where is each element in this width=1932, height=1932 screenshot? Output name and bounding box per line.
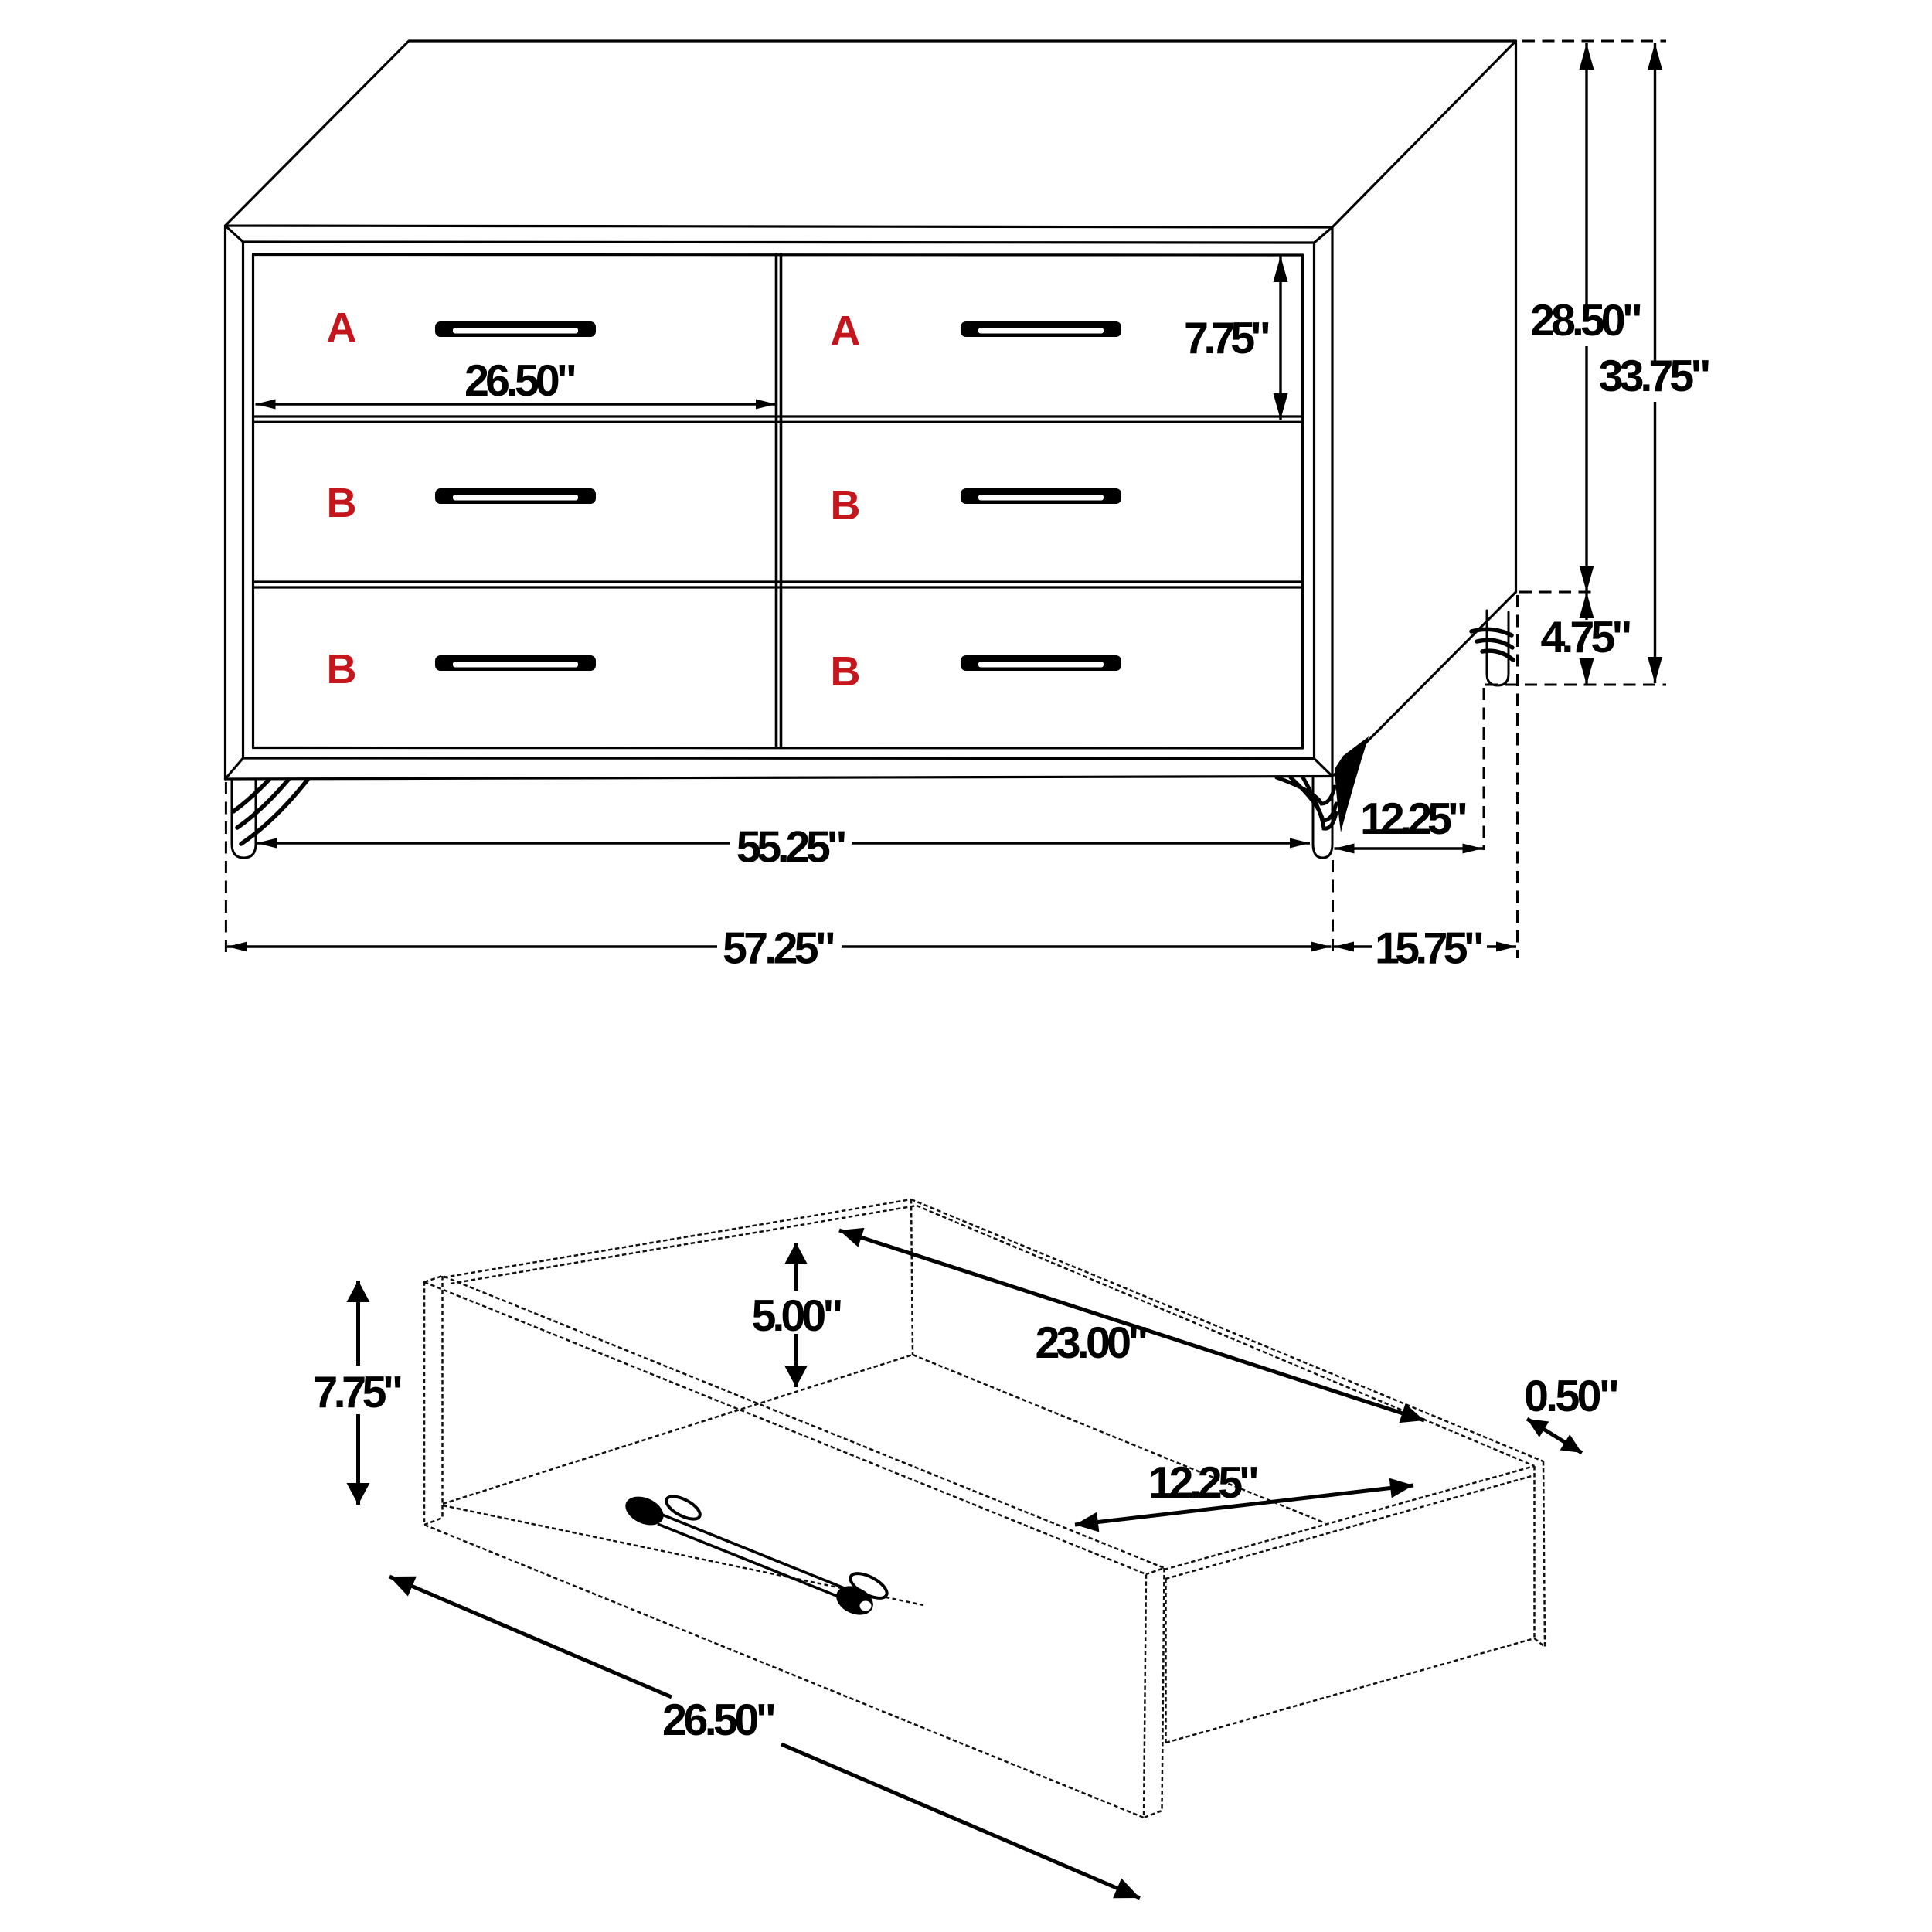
svg-text:12.25": 12.25": [1148, 1458, 1260, 1508]
svg-text:B: B: [831, 648, 861, 695]
svg-text:15.75": 15.75": [1375, 924, 1485, 974]
svg-text:28.50": 28.50": [1530, 296, 1643, 345]
svg-text:55.25": 55.25": [736, 823, 848, 872]
svg-text:33.75": 33.75": [1599, 352, 1712, 401]
svg-text:7.75": 7.75": [313, 1368, 403, 1417]
svg-text:0.50": 0.50": [1524, 1372, 1620, 1421]
svg-text:5.00": 5.00": [752, 1291, 844, 1341]
svg-text:26.50": 26.50": [464, 356, 577, 406]
svg-text:A: A: [831, 308, 861, 354]
svg-text:B: B: [327, 646, 357, 692]
svg-text:B: B: [831, 482, 861, 529]
svg-text:7.75": 7.75": [1184, 314, 1271, 363]
svg-text:B: B: [327, 480, 357, 526]
svg-text:A: A: [327, 304, 357, 351]
svg-text:12.25": 12.25": [1360, 794, 1468, 844]
svg-text:57.25": 57.25": [723, 924, 836, 974]
svg-text:23.00": 23.00": [1036, 1318, 1149, 1368]
svg-text:4.75": 4.75": [1541, 613, 1633, 662]
svg-text:26.50": 26.50": [662, 1696, 777, 1745]
